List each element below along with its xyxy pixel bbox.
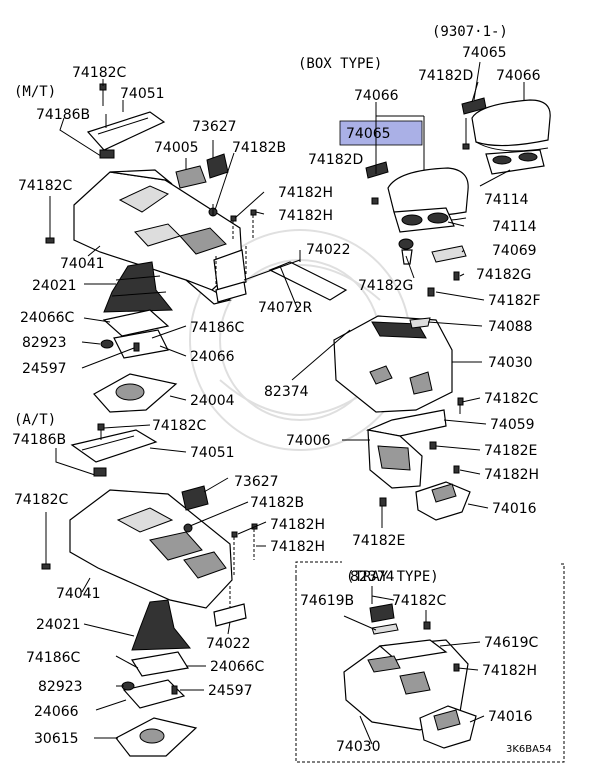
label-82923: 82923 bbox=[22, 335, 67, 351]
label-74066: 74066 bbox=[496, 68, 541, 84]
label-74005: 74005 bbox=[154, 140, 199, 156]
console-74041-at bbox=[69, 489, 233, 609]
label-74030: 74030 bbox=[336, 739, 381, 755]
label-24066: 24066 bbox=[190, 349, 235, 365]
label-74072r: 74072R bbox=[258, 300, 313, 316]
label-74041: 74041 bbox=[56, 586, 101, 602]
label-74069: 74069 bbox=[492, 243, 537, 259]
label-30615: 30615 bbox=[34, 731, 79, 747]
label-24066c: 24066C bbox=[210, 659, 265, 675]
label-74182h: 74182H bbox=[278, 208, 333, 224]
cover-73627-at bbox=[181, 485, 209, 511]
switch-74005 bbox=[175, 165, 207, 189]
header-box-type: (BOX TYPE) bbox=[298, 56, 382, 72]
label-74186c: 74186C bbox=[26, 650, 81, 666]
label-74182h: 74182H bbox=[482, 663, 537, 679]
label-74065-highlighted: 74065 bbox=[346, 126, 391, 142]
label-74182b: 74182B bbox=[232, 140, 286, 156]
header-tray-type: (TRAY TYPE) bbox=[346, 569, 439, 585]
label-74182h: 74182H bbox=[270, 539, 325, 555]
label-24004: 24004 bbox=[190, 393, 235, 409]
label-74051: 74051 bbox=[120, 86, 165, 102]
label-74182e: 74182E bbox=[484, 443, 537, 459]
label-74182c: 74182C bbox=[392, 593, 447, 609]
header-at: (A/T) bbox=[14, 412, 56, 428]
label-74182h: 74182H bbox=[484, 467, 539, 483]
label-74016: 74016 bbox=[492, 501, 537, 517]
figure-code: 3K6BA54 bbox=[506, 744, 552, 755]
label-74182g: 74182G bbox=[358, 278, 413, 294]
label-24021: 24021 bbox=[32, 278, 77, 294]
mt-shift-boot bbox=[93, 261, 178, 413]
labels: (9307·1-) (BOX TYPE) (M/T) (A/T) (TRAY T… bbox=[12, 24, 552, 755]
label-73627: 73627 bbox=[192, 119, 237, 135]
label-74186b: 74186B bbox=[12, 432, 66, 448]
label-74114: 74114 bbox=[492, 219, 537, 235]
label-74051: 74051 bbox=[190, 445, 235, 461]
label-24597: 24597 bbox=[208, 683, 253, 699]
label-74182f: 74182F bbox=[488, 293, 541, 309]
plate-74051-mt bbox=[86, 111, 166, 151]
label-24066: 24066 bbox=[34, 704, 79, 720]
tray-type-box bbox=[295, 561, 565, 763]
label-74059: 74059 bbox=[490, 417, 535, 433]
mt-console-assembly bbox=[45, 83, 257, 305]
label-74182c: 74182C bbox=[152, 418, 207, 434]
bracket-74022-mt bbox=[215, 281, 247, 303]
label-74619c: 74619C bbox=[484, 635, 539, 651]
label-74182c: 74182C bbox=[484, 391, 539, 407]
label-74030: 74030 bbox=[488, 355, 533, 371]
label-24597: 24597 bbox=[22, 361, 67, 377]
plate-74051-at bbox=[70, 429, 158, 463]
label-74182h: 74182H bbox=[278, 185, 333, 201]
ring-24066c-mt bbox=[102, 309, 170, 337]
header-date-code: (9307·1-) bbox=[432, 24, 508, 40]
label-74022: 74022 bbox=[306, 242, 351, 258]
highlight-box bbox=[339, 120, 423, 146]
bracket-74022-at bbox=[213, 603, 247, 627]
clip-74186b-mt bbox=[59, 117, 105, 159]
cover-73627-mt bbox=[206, 153, 229, 179]
boot-24021-mt bbox=[103, 261, 174, 313]
label-82923: 82923 bbox=[38, 679, 83, 695]
label-74022: 74022 bbox=[206, 636, 251, 652]
label-24021: 24021 bbox=[36, 617, 81, 633]
label-74016: 74016 bbox=[488, 709, 533, 725]
at-console-assembly bbox=[41, 423, 258, 627]
label-82374: 82374 bbox=[264, 384, 309, 400]
header-mt: (M/T) bbox=[14, 84, 56, 100]
strip-74072r bbox=[268, 261, 348, 301]
label-74182g: 74182G bbox=[476, 267, 531, 283]
label-74182e: 74182E bbox=[352, 533, 405, 549]
label-74041: 74041 bbox=[60, 256, 105, 272]
label-73627: 73627 bbox=[234, 474, 279, 490]
label-74619b: 74619B bbox=[300, 593, 354, 609]
label-74114: 74114 bbox=[484, 192, 529, 208]
label-74088: 74088 bbox=[488, 319, 533, 335]
label-74182d: 74182D bbox=[308, 152, 363, 168]
leader-lines bbox=[81, 61, 525, 745]
box-type-armrest bbox=[333, 97, 551, 521]
label-74006: 74006 bbox=[286, 433, 331, 449]
label-74066: 74066 bbox=[354, 88, 399, 104]
label-24066c: 24066C bbox=[20, 310, 75, 326]
label-74182d: 74182D bbox=[418, 68, 473, 84]
label-74186c: 74186C bbox=[190, 320, 245, 336]
label-74186b: 74186B bbox=[36, 107, 90, 123]
at-shift-boot bbox=[115, 599, 198, 757]
label-74182c: 74182C bbox=[14, 492, 69, 508]
label-74065: 74065 bbox=[462, 45, 507, 61]
label-74182h: 74182H bbox=[270, 517, 325, 533]
label-74182c: 74182C bbox=[72, 65, 127, 81]
label-74182c: 74182C bbox=[18, 178, 73, 194]
label-74182b: 74182B bbox=[250, 495, 304, 511]
label-82374: 82374 bbox=[350, 569, 395, 585]
